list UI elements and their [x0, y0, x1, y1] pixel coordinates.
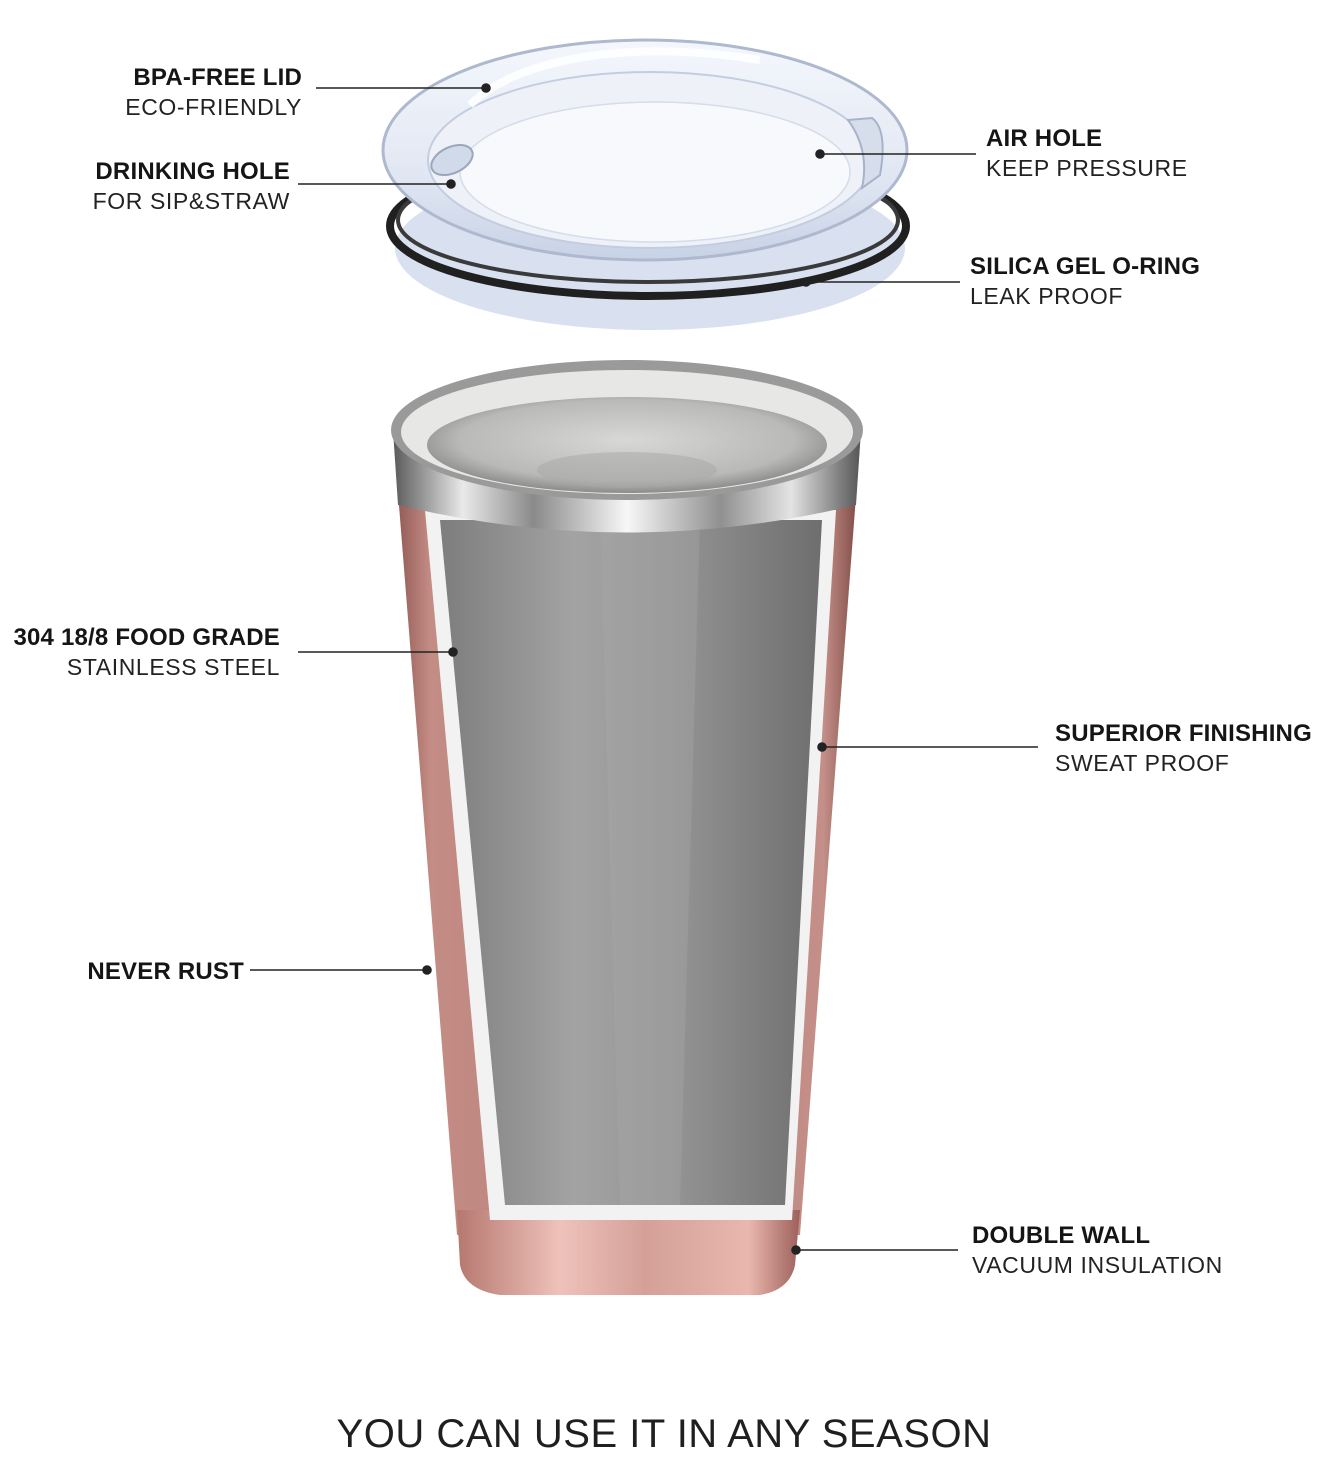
callout-air-hole: AIR HOLE KEEP PRESSURE: [986, 127, 1188, 180]
leader-lines: [250, 83, 1038, 1255]
callout-subtitle: KEEP PRESSURE: [986, 155, 1188, 181]
callout-title: BPA-FREE LID: [133, 64, 302, 91]
footer-tagline: YOU CAN USE IT IN ANY SEASON: [336, 1412, 992, 1456]
callout-title: DRINKING HOLE: [95, 158, 290, 185]
callout-bpa-free-lid: BPA-FREE LID ECO-FRIENDLY: [90, 66, 302, 119]
tumbler-base: [457, 1210, 800, 1295]
callout-double-wall: DOUBLE WALL VACUUM INSULATION: [972, 1224, 1223, 1277]
callout-silica-gel-o-ring: SILICA GEL O-RING LEAK PROOF: [970, 255, 1200, 308]
callout-title: SILICA GEL O-RING: [970, 253, 1201, 280]
callout-drinking-hole: DRINKING HOLE FOR SIP&STRAW: [40, 160, 290, 213]
tumbler-body: [391, 360, 863, 1295]
callout-title: SUPERIOR FINISHING: [1055, 720, 1312, 747]
callout-title: 304 18/8 FOOD GRADE: [13, 624, 280, 651]
lid: [381, 38, 910, 330]
lid-tab: [846, 116, 884, 191]
callout-subtitle: FOR SIP&STRAW: [92, 188, 290, 214]
callout-title: DOUBLE WALL: [972, 1222, 1151, 1249]
callout-subtitle: VACUUM INSULATION: [972, 1252, 1223, 1278]
callout-subtitle: ECO-FRIENDLY: [125, 94, 302, 120]
callout-title: AIR HOLE: [986, 125, 1103, 152]
inner-steel-wall: [440, 520, 822, 1205]
callout-subtitle: LEAK PROOF: [970, 283, 1123, 309]
callout-superior-finishing: SUPERIOR FINISHING SWEAT PROOF: [1055, 722, 1312, 775]
drinking-hole: [430, 143, 474, 177]
callout-food-grade-steel: 304 18/8 FOOD GRADE STAINLESS STEEL: [0, 626, 280, 679]
callout-never-rust: NEVER RUST: [40, 960, 244, 984]
callout-subtitle: STAINLESS STEEL: [66, 654, 280, 680]
callout-title: NEVER RUST: [87, 958, 244, 985]
callout-subtitle: SWEAT PROOF: [1055, 750, 1230, 776]
